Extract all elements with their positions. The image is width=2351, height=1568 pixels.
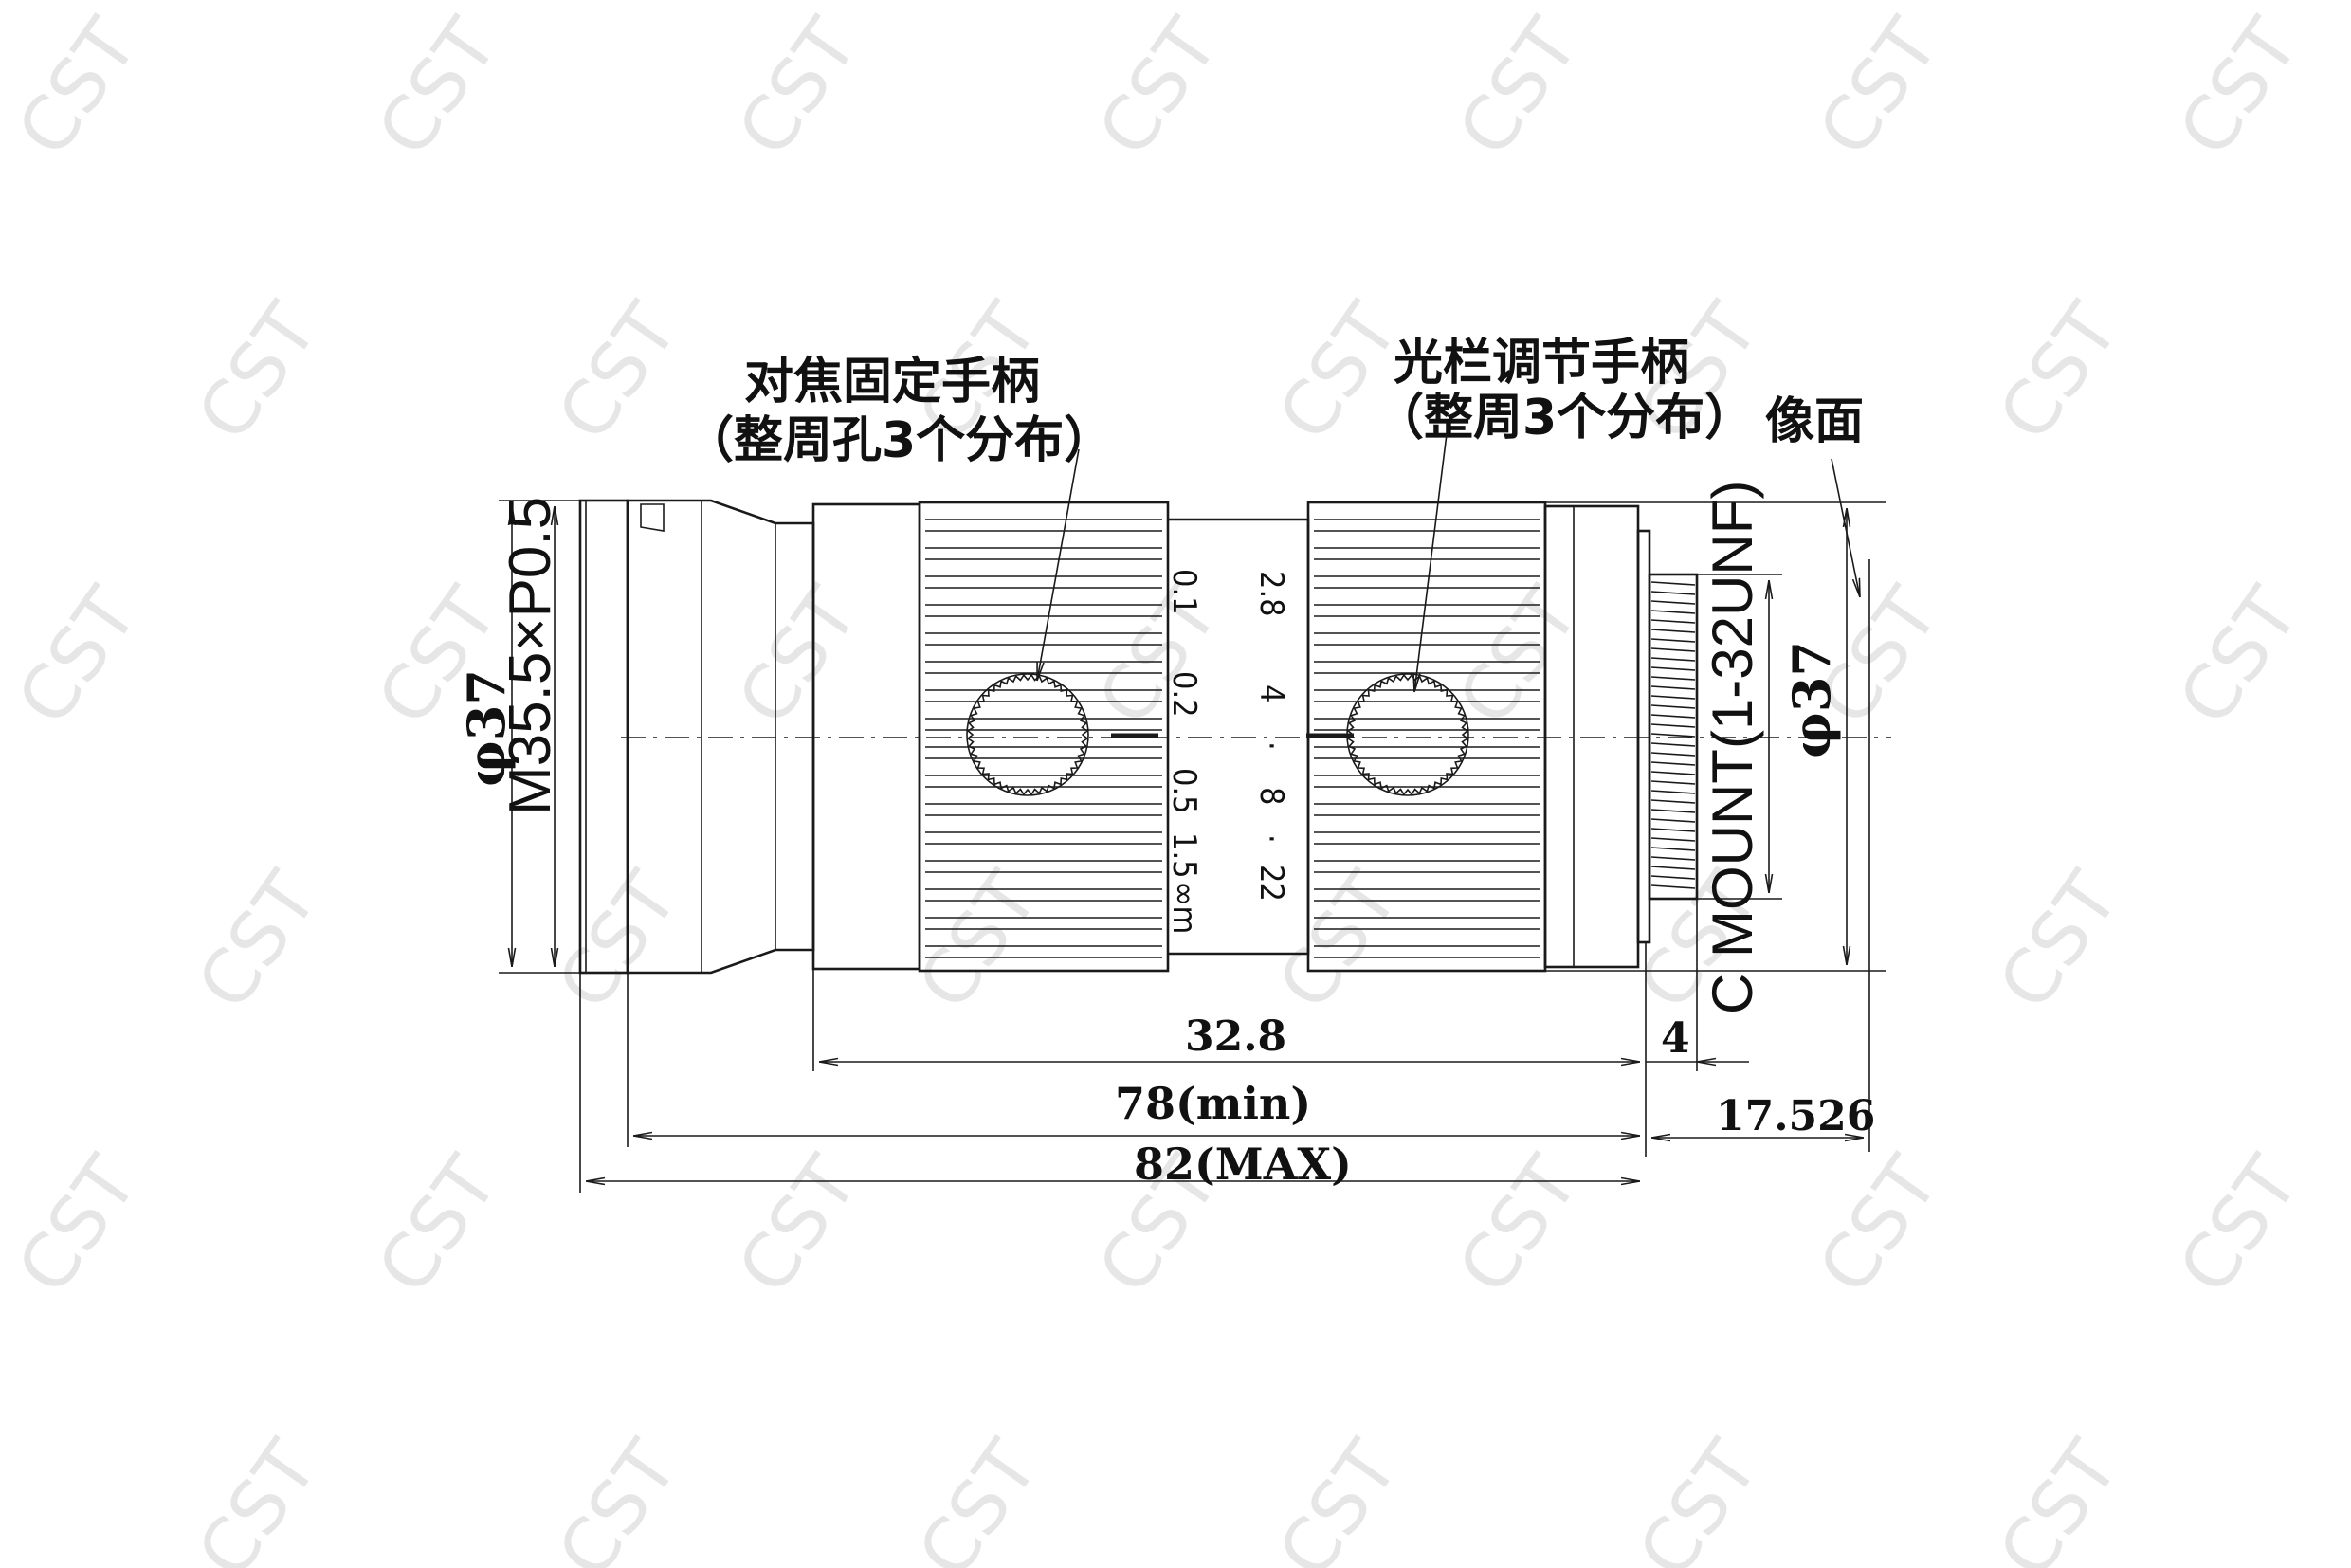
- focus-scale-1.5: 1.5: [1165, 832, 1203, 879]
- iris-scale-dot-1: ·: [1252, 741, 1290, 751]
- watermark-text: CST: [182, 858, 335, 1025]
- watermark-text: CST: [1443, 5, 1595, 172]
- watermark-text: CST: [1983, 1427, 2136, 1568]
- focus-lock-label-line2: （整周孔3个分布）: [684, 412, 1113, 469]
- dim-78-label: 78(min): [1115, 1078, 1311, 1129]
- iris-scale-4: 4: [1252, 684, 1290, 702]
- watermark-text: CST: [362, 5, 515, 172]
- rear-barrel: [1543, 504, 1640, 969]
- iris-leader: [1414, 433, 1448, 692]
- focus-lock-label-line1: 对焦固定手柄: [744, 354, 1040, 410]
- rear-diameter-label: φ37: [1781, 641, 1842, 758]
- watermark-text: CST: [2, 5, 155, 172]
- front-diameter-label: φ37: [456, 669, 517, 787]
- front-sleeve: [811, 502, 921, 971]
- watermark-text: CST: [1263, 1427, 1415, 1568]
- dim-82-label: 82(MAX): [1134, 1139, 1352, 1190]
- watermark-text: CST: [2343, 289, 2351, 456]
- iris-label-line2: （整周3个分布）: [1375, 390, 1754, 447]
- watermark-text: CST: [902, 1427, 1055, 1568]
- filter-thread-label: M35.5×P0.5: [498, 497, 563, 815]
- focus-scale-0.5: 0.5: [1165, 768, 1203, 814]
- iris-scale-2.8: 2.8: [1252, 571, 1290, 617]
- iris-label-line1: 光栏调节手柄: [1394, 335, 1689, 392]
- watermark-text: CST: [1083, 574, 1235, 740]
- watermark-text: CST: [1983, 858, 2136, 1025]
- focus-distance-scale: 0.1 0.2 0.5 1.5 ∞m: [1165, 569, 1203, 934]
- iris-scale-22: 22: [1252, 865, 1290, 902]
- iris-scale-8: 8: [1252, 787, 1290, 805]
- watermark-text: CST: [1443, 1142, 1595, 1309]
- watermark-text: CST: [1803, 5, 1956, 172]
- focus-scale-0.1: 0.1: [1165, 569, 1203, 615]
- watermark-text: CST: [2163, 5, 2316, 172]
- watermark-text: CST: [1623, 1427, 1776, 1568]
- c-mount-thread: [1648, 573, 1699, 901]
- iris-knob: [1346, 673, 1469, 796]
- image-plane-leader: [1831, 458, 1860, 597]
- watermark-text: CST: [2163, 1142, 2316, 1309]
- watermark-text: CST: [542, 858, 695, 1025]
- dim-17-526-label: 17.526: [1716, 1092, 1875, 1140]
- iris-f-number-scale: 2.8 4 · 8 · 22: [1252, 571, 1290, 902]
- watermark-text: CST: [182, 289, 335, 456]
- watermark-text: CST: [2, 574, 155, 740]
- watermark-text: CST: [1803, 1142, 1956, 1309]
- focus-scale-infinity: ∞m: [1165, 882, 1203, 934]
- focus-lock-knob: [966, 673, 1089, 796]
- watermark-text: CST: [2, 1142, 155, 1309]
- rear-flange: [1636, 529, 1651, 944]
- c-mount-label: C MOUNT(1-32UNF): [1701, 481, 1764, 1014]
- watermark-text: CST: [542, 289, 695, 456]
- watermark-text: CST: [182, 1427, 335, 1568]
- focus-ring: [918, 501, 1170, 973]
- watermark-text: CST: [722, 5, 875, 172]
- dim-32-8-label: 32.8: [1185, 1012, 1286, 1061]
- watermark-text: CST: [1083, 5, 1235, 172]
- watermark-text: CST: [1983, 289, 2136, 456]
- watermark-text: CST: [722, 574, 875, 740]
- watermark-text: CST: [902, 858, 1055, 1025]
- watermark-text: CST: [2163, 574, 2316, 740]
- dim-4-label: 4: [1661, 1014, 1690, 1063]
- focus-lock-leader: [1037, 448, 1080, 681]
- watermark-text: CST: [2343, 858, 2351, 1025]
- iris-scale-dot-2: ·: [1252, 834, 1290, 844]
- focus-scale-0.2: 0.2: [1165, 671, 1203, 718]
- image-plane-label: 像面: [1765, 393, 1864, 450]
- watermark-text: CST: [542, 1427, 695, 1568]
- watermark-text: CST: [722, 1142, 875, 1309]
- watermark-text: CST: [362, 1142, 515, 1309]
- watermark-text: CST: [2343, 1427, 2351, 1568]
